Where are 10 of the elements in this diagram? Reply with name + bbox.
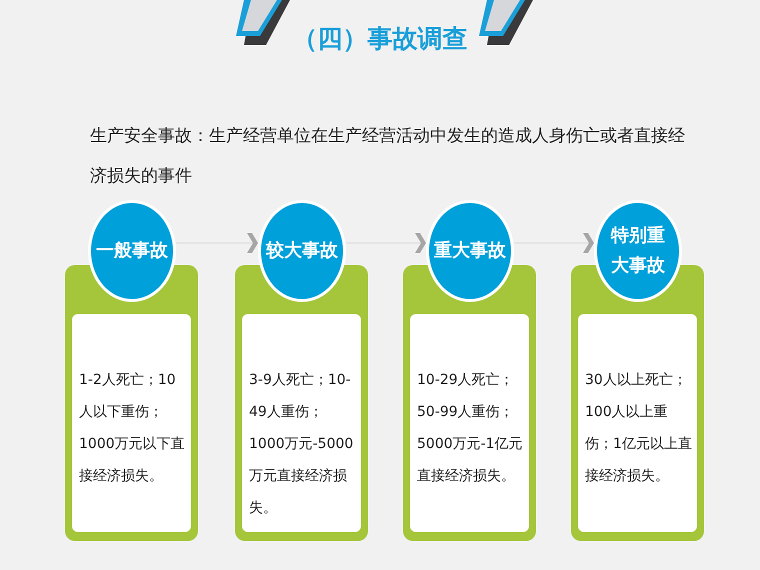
text-box: 10-29人死亡；50-99人重伤；5000万元-1亿元直接经济损失。 xyxy=(410,314,529,532)
text-box: 1-2人死亡；10人以下重伤；1000万元以下直接经济损失。 xyxy=(72,314,191,532)
heading-circle: 一般事故 xyxy=(88,200,176,302)
heading-circle: 较大事故 xyxy=(258,200,346,302)
heading-circle: 特别重大事故 xyxy=(594,200,682,302)
heading-circle: 重大事故 xyxy=(426,200,514,302)
text-box: 3-9人死亡；10-49人重伤；1000万元-5000万元直接经济损失。 xyxy=(242,314,361,532)
title: （四）事故调查 xyxy=(292,23,468,55)
text-box: 30人以上死亡；100人以上重伤；1亿元以上直接经济损失。 xyxy=(578,314,697,532)
definition-text: 生产安全事故：生产经营单位在生产经营活动中发生的造成人身伤亡或者直接经济损失的事件 xyxy=(90,125,686,188)
